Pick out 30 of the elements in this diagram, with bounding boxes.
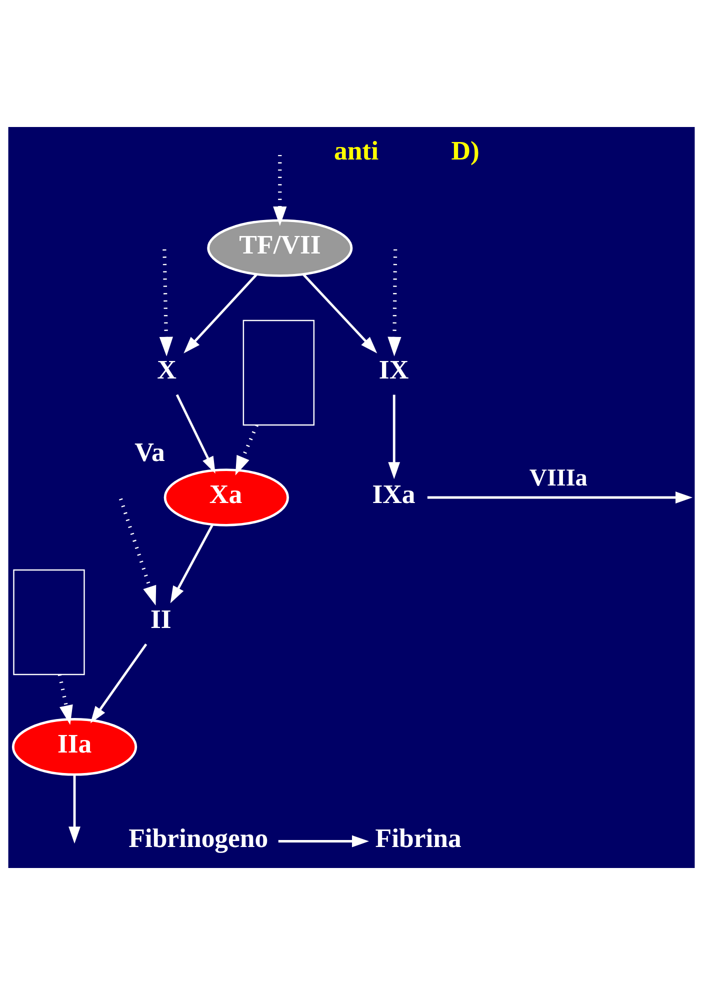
node-text: X xyxy=(157,354,176,384)
node-text: IX xyxy=(378,354,409,384)
arrow xyxy=(90,642,148,723)
node-ellipse: TF/VII xyxy=(207,218,353,276)
node-ellipse: IIa xyxy=(12,718,138,776)
arrow xyxy=(388,248,402,356)
node-box xyxy=(242,319,315,426)
arrow xyxy=(273,154,287,226)
arrow xyxy=(170,524,214,603)
arrow xyxy=(118,498,156,606)
arrow xyxy=(184,273,258,353)
node-box xyxy=(13,568,85,675)
arrow xyxy=(302,273,378,353)
label: D) xyxy=(451,134,480,165)
arrow xyxy=(58,674,73,724)
node-text: IXa xyxy=(372,478,416,509)
node-ellipse: Xa xyxy=(164,468,289,526)
node-text: Fibrina xyxy=(375,822,462,852)
node-label: Va xyxy=(134,436,165,467)
arrow xyxy=(159,248,173,356)
edge-label: VIIIa xyxy=(529,464,588,491)
node-text: II xyxy=(150,603,172,634)
label: anti xyxy=(334,134,379,165)
arrow xyxy=(235,424,258,475)
arrow xyxy=(388,394,400,479)
arrow xyxy=(176,394,216,474)
arrow xyxy=(278,834,370,847)
arrow xyxy=(68,774,80,844)
node-text: Fibrinogeno xyxy=(128,822,268,852)
arrow xyxy=(427,491,693,503)
